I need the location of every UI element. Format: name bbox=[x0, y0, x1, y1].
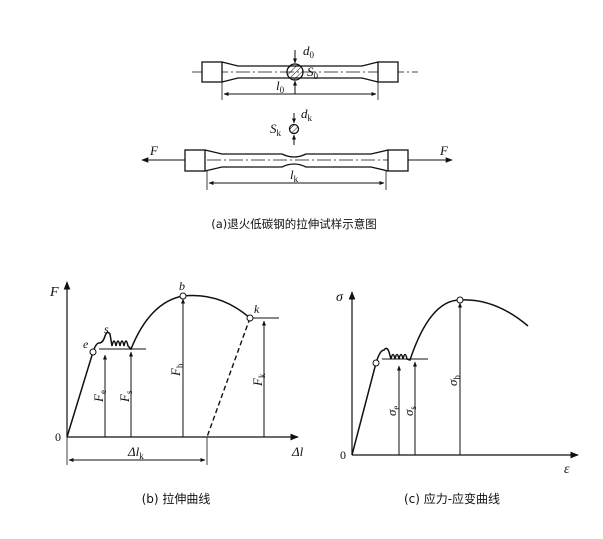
tensile-origin: 0 bbox=[55, 430, 61, 444]
sigma-b-label: σb bbox=[445, 375, 462, 386]
tensile-x-label: Δl bbox=[291, 444, 304, 459]
stress-point-e-marker bbox=[372, 359, 380, 367]
point-s-label: s bbox=[104, 322, 109, 336]
force-left-label: F bbox=[149, 143, 159, 158]
stress-strain-chart bbox=[348, 291, 579, 459]
stress-origin: 0 bbox=[340, 448, 346, 462]
caption-b: (b) 拉伸曲线 bbox=[142, 491, 211, 506]
caption-a: (a)退火低碳钢的拉伸试样示意图 bbox=[211, 217, 377, 231]
necked-specimen bbox=[141, 113, 453, 190]
tensile-curve-chart bbox=[63, 281, 299, 465]
sigma-s-label: σs bbox=[401, 406, 418, 416]
point-e-marker bbox=[89, 348, 97, 356]
force-right-label: F bbox=[439, 143, 449, 158]
stress-x-label: ε bbox=[564, 462, 570, 477]
fs-label: Fs bbox=[117, 390, 134, 403]
tensile-y-label: F bbox=[49, 285, 59, 300]
fb-label: Fb bbox=[168, 363, 185, 377]
stress-strain-curve-line bbox=[351, 299, 529, 456]
point-k-label: k bbox=[254, 302, 260, 316]
point-k-marker bbox=[246, 314, 254, 322]
sk-label: Sk bbox=[270, 121, 282, 138]
fe-label: Fe bbox=[91, 390, 108, 403]
s0-label: S0 bbox=[307, 64, 319, 81]
stress-y-label: σ bbox=[336, 290, 344, 305]
tensile-curve-line bbox=[66, 294, 251, 438]
point-e-label: e bbox=[83, 337, 89, 351]
d0-label: d0 bbox=[303, 43, 315, 60]
lk-label: lk bbox=[290, 167, 299, 184]
original-specimen bbox=[192, 50, 418, 100]
caption-c: (c) 应力-应变曲线 bbox=[404, 491, 500, 506]
fk-label: Fk bbox=[250, 373, 267, 387]
unloading-line bbox=[206, 317, 251, 438]
point-b-label: b bbox=[179, 279, 185, 293]
delta-lk-label: Δlk bbox=[127, 444, 144, 461]
sigma-e-label: σe bbox=[384, 406, 401, 416]
dk-label: dk bbox=[301, 106, 313, 123]
stress-point-b-marker bbox=[456, 296, 464, 304]
l0-label: l0 bbox=[276, 78, 285, 95]
point-b-marker bbox=[179, 292, 187, 300]
